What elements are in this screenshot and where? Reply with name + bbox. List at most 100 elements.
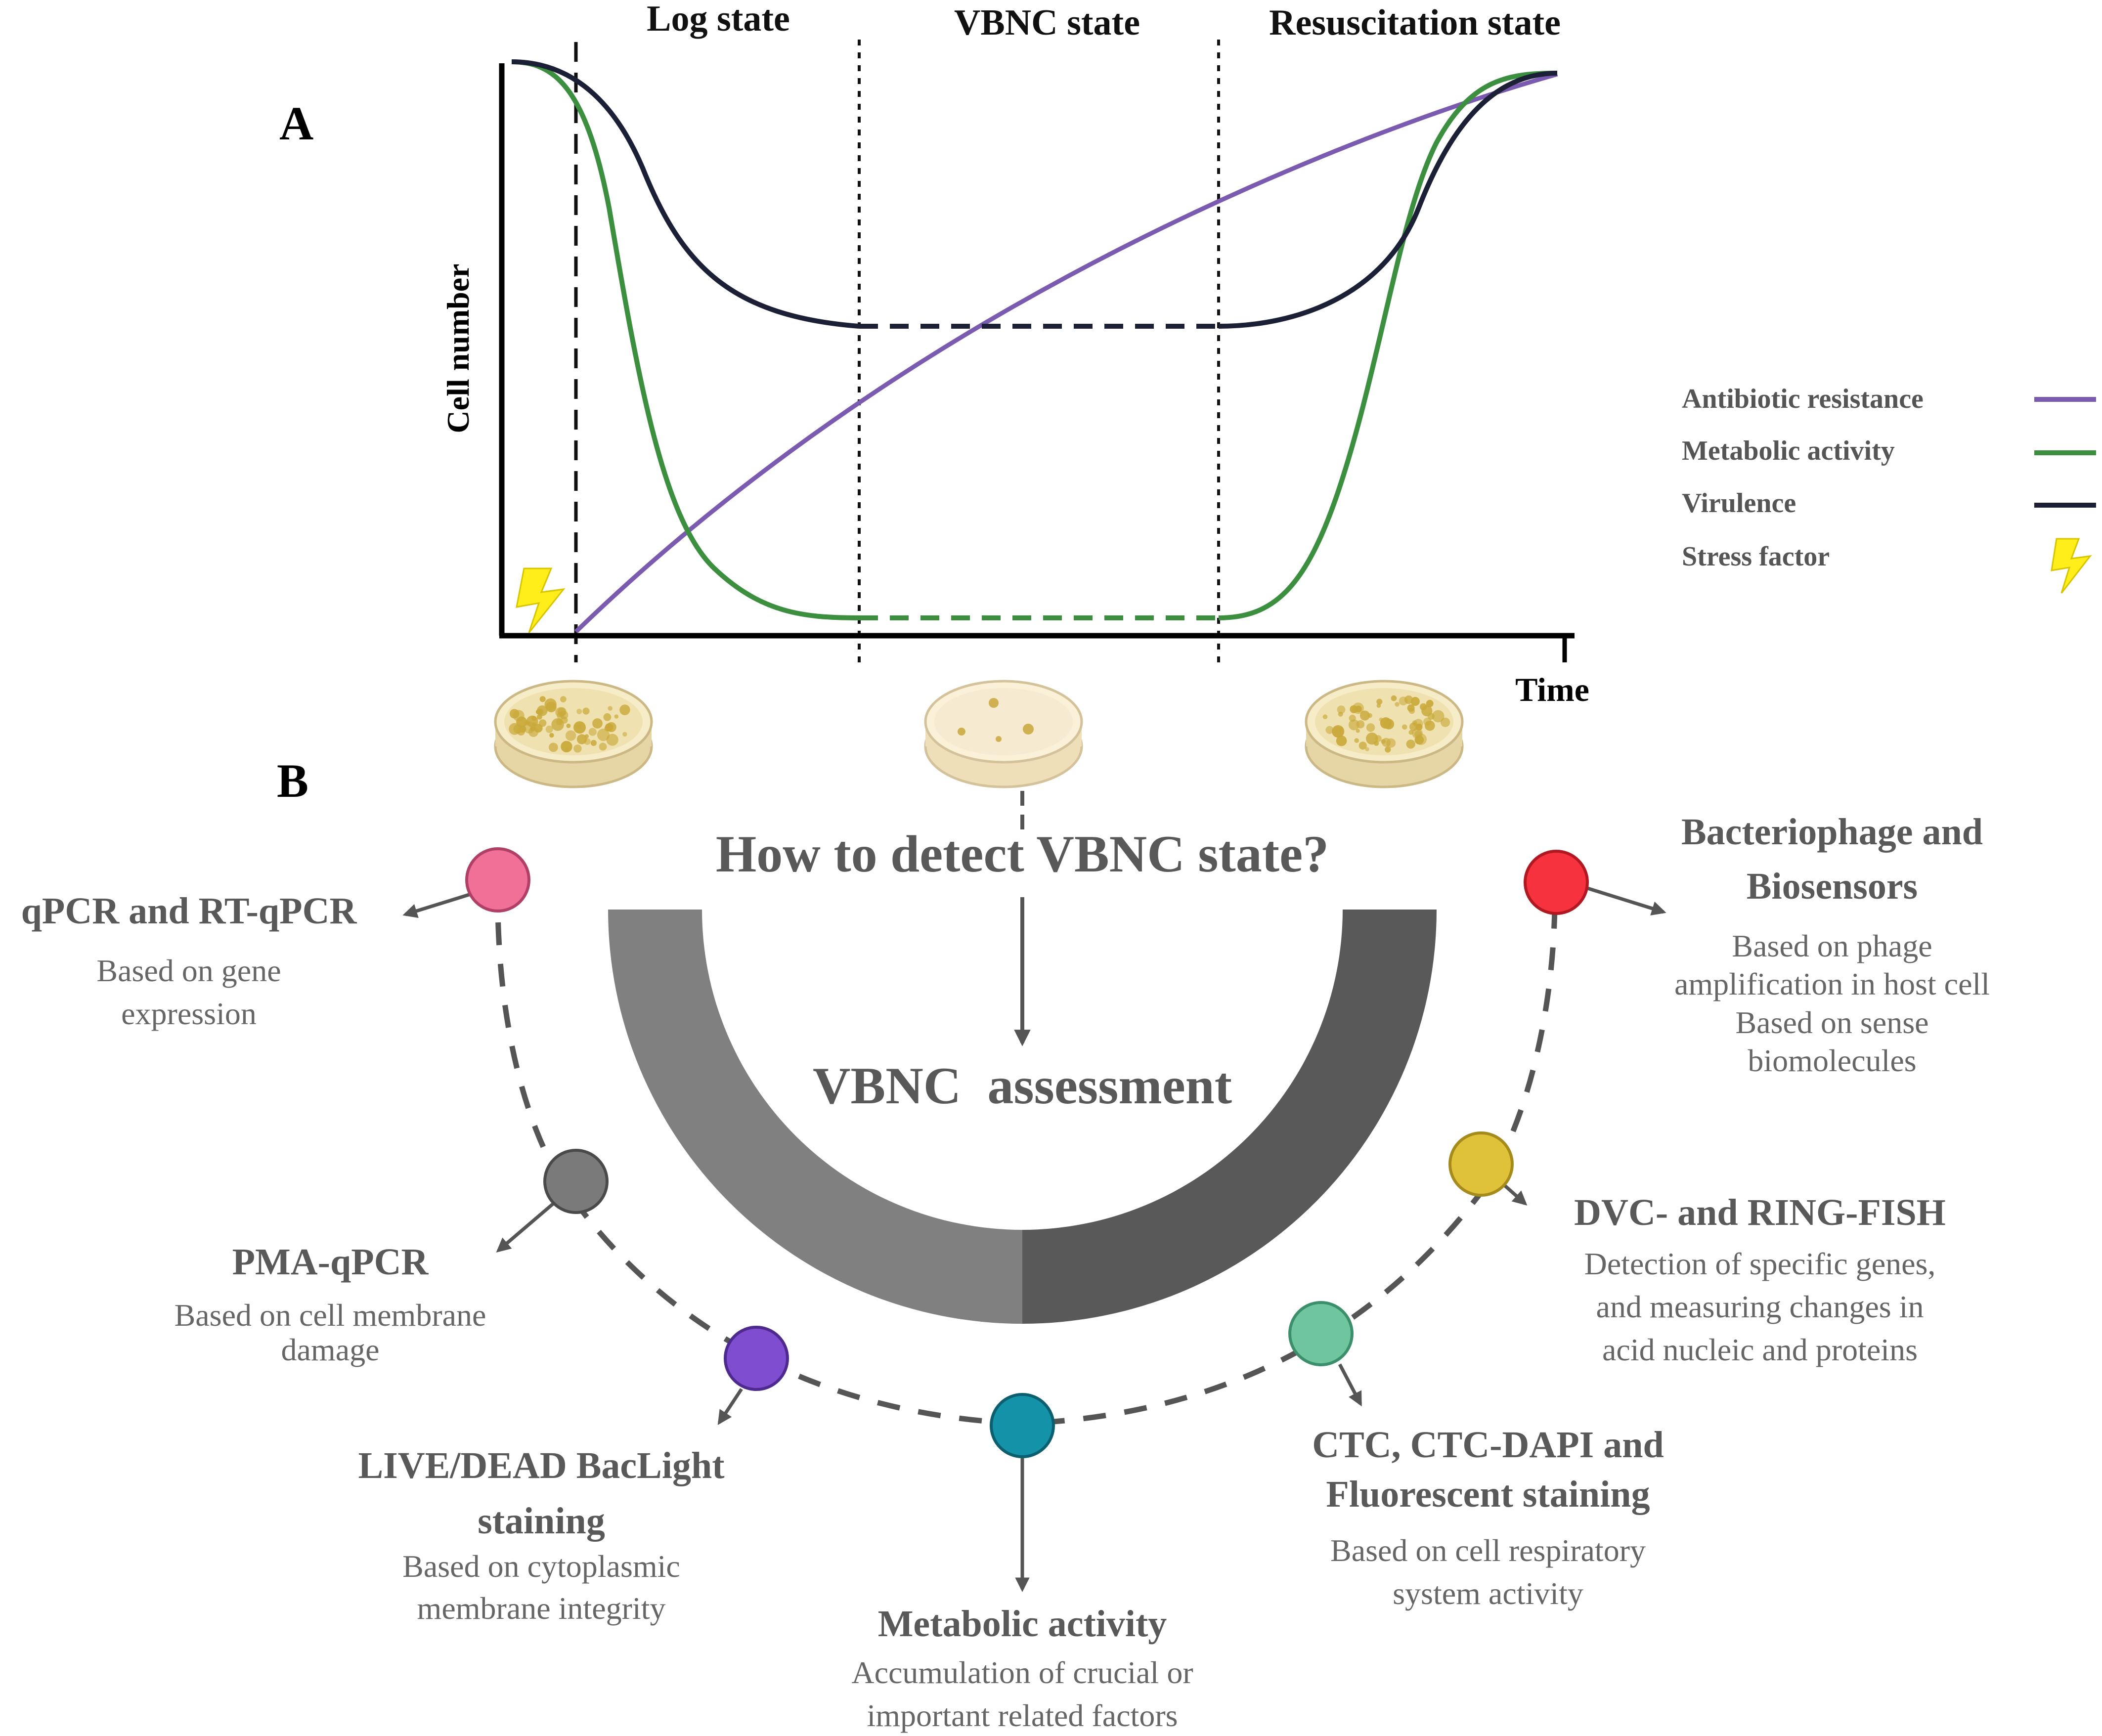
colony — [597, 729, 610, 741]
node-qpcr — [465, 847, 530, 912]
colony — [535, 709, 541, 714]
colony — [1376, 703, 1381, 708]
method-title: CTC, CTC-DAPI and — [1312, 1424, 1664, 1466]
colony — [1406, 739, 1415, 749]
colony — [565, 730, 576, 741]
phase-label-resuscitation: Resuscitation state — [1269, 2, 1561, 43]
method-description: biomolecules — [1748, 1043, 1916, 1078]
colony — [1420, 703, 1427, 711]
method-livedead: LIVE/DEAD BacLight staining Based on cyt… — [358, 1445, 724, 1626]
colony — [1336, 735, 1347, 746]
colony — [590, 739, 597, 746]
colony — [603, 713, 612, 721]
colony — [1432, 710, 1445, 723]
antibiotic-resistance-curve — [574, 72, 1558, 634]
colony — [539, 719, 547, 727]
legend-item-metabolic-activity: Metabolic activity — [1682, 435, 2096, 466]
method-bacteriophage: Bacteriophage and Biosensors Based on ph… — [1674, 811, 1990, 1078]
colony — [576, 708, 582, 714]
colony — [1366, 733, 1378, 745]
assessment-arc — [608, 910, 1437, 1324]
connector-qpcr — [402, 892, 473, 918]
method-description: important related factors — [867, 1698, 1178, 1733]
legend-item-virulence: Virulence — [1682, 488, 2096, 519]
node-pma — [543, 1149, 609, 1214]
colony — [1348, 719, 1359, 731]
node-livedead — [724, 1326, 789, 1391]
colony — [539, 696, 546, 702]
petri-dish-vbnc — [924, 680, 1083, 788]
lightning-bolt-icon — [2051, 538, 2092, 594]
virulence-resuscitation — [1218, 71, 1558, 329]
method-title: DVC- and RING-FISH — [1574, 1192, 1946, 1233]
method-description: expression — [121, 996, 257, 1031]
colony — [546, 701, 557, 713]
method-description: Based on cell membrane — [175, 1298, 486, 1333]
colony — [622, 732, 627, 737]
method-qpcr: qPCR and RT-qPCR Based on gene expressio… — [21, 890, 357, 1031]
colony — [592, 718, 603, 729]
colony — [1395, 702, 1400, 707]
x-axis-label: Time — [1515, 671, 1589, 708]
petri-dish-log — [494, 680, 653, 788]
center-label: VBNC assessment — [813, 1057, 1232, 1115]
legend-item-antibiotic-resistance: Antibiotic resistance — [1682, 384, 2096, 414]
legend-label: Stress factor — [1682, 541, 1830, 572]
colony — [608, 706, 613, 711]
colony — [1383, 719, 1395, 730]
colony — [1391, 695, 1397, 701]
method-title: PMA-qPCR — [232, 1241, 429, 1283]
connector-pma — [496, 1200, 558, 1253]
colony — [509, 723, 521, 735]
legend-label: Metabolic activity — [1682, 435, 1895, 466]
y-axis-label: Cell number — [440, 263, 476, 433]
colony — [523, 721, 535, 734]
colony — [584, 738, 591, 745]
method-pma-qpcr: PMA-qPCR Based on cell membrane damage — [175, 1241, 486, 1367]
node-phage — [1524, 850, 1589, 915]
question-text: How to detect VBNC state? — [716, 825, 1329, 883]
method-description: Based on sense — [1735, 1005, 1928, 1040]
colony — [566, 723, 571, 728]
connector-ctc — [1338, 1363, 1362, 1407]
colony — [1366, 723, 1375, 732]
colony — [573, 744, 582, 753]
colony — [1359, 710, 1370, 721]
colony — [606, 734, 618, 746]
colony — [577, 724, 582, 729]
phase-label-vbnc: VBNC state — [954, 2, 1140, 43]
panel-b-label: B — [277, 754, 308, 807]
connector-fish — [1501, 1182, 1528, 1206]
phase-headers: Log state VBNC state Resuscitation state — [647, 0, 1561, 43]
node-fish — [1448, 1131, 1514, 1197]
colony — [1354, 738, 1359, 743]
petri-dish-resuscitation — [1305, 680, 1464, 788]
bacterial-colonies — [1322, 695, 1450, 753]
colony — [1332, 727, 1343, 738]
method-connectors — [402, 885, 1666, 1592]
method-fish: DVC- and RING-FISH Detection of specific… — [1574, 1192, 1946, 1367]
colony — [582, 707, 590, 715]
colony — [1424, 720, 1435, 731]
method-title: Fluorescent staining — [1326, 1474, 1650, 1515]
colony — [560, 696, 567, 702]
method-description: Based on gene — [96, 953, 281, 988]
method-description: membrane integrity — [417, 1591, 666, 1626]
metabolic-activity-curve — [511, 59, 860, 620]
colony — [545, 725, 553, 733]
stress-lightning-icon — [516, 567, 566, 633]
method-description: amplification in host cell — [1674, 966, 1990, 1001]
bacterial-colonies — [509, 696, 630, 753]
colony — [588, 728, 597, 736]
colony — [1337, 705, 1346, 714]
colony — [599, 742, 607, 751]
colony — [1322, 714, 1328, 719]
colony — [549, 733, 554, 738]
colony — [1358, 741, 1367, 750]
method-description: and measuring changes in — [1596, 1289, 1924, 1324]
method-nodes — [465, 847, 1589, 1458]
node-metabolic — [990, 1393, 1055, 1458]
node-ctc — [1288, 1301, 1354, 1366]
phase-label-log: Log state — [647, 0, 790, 39]
colony — [551, 718, 564, 731]
